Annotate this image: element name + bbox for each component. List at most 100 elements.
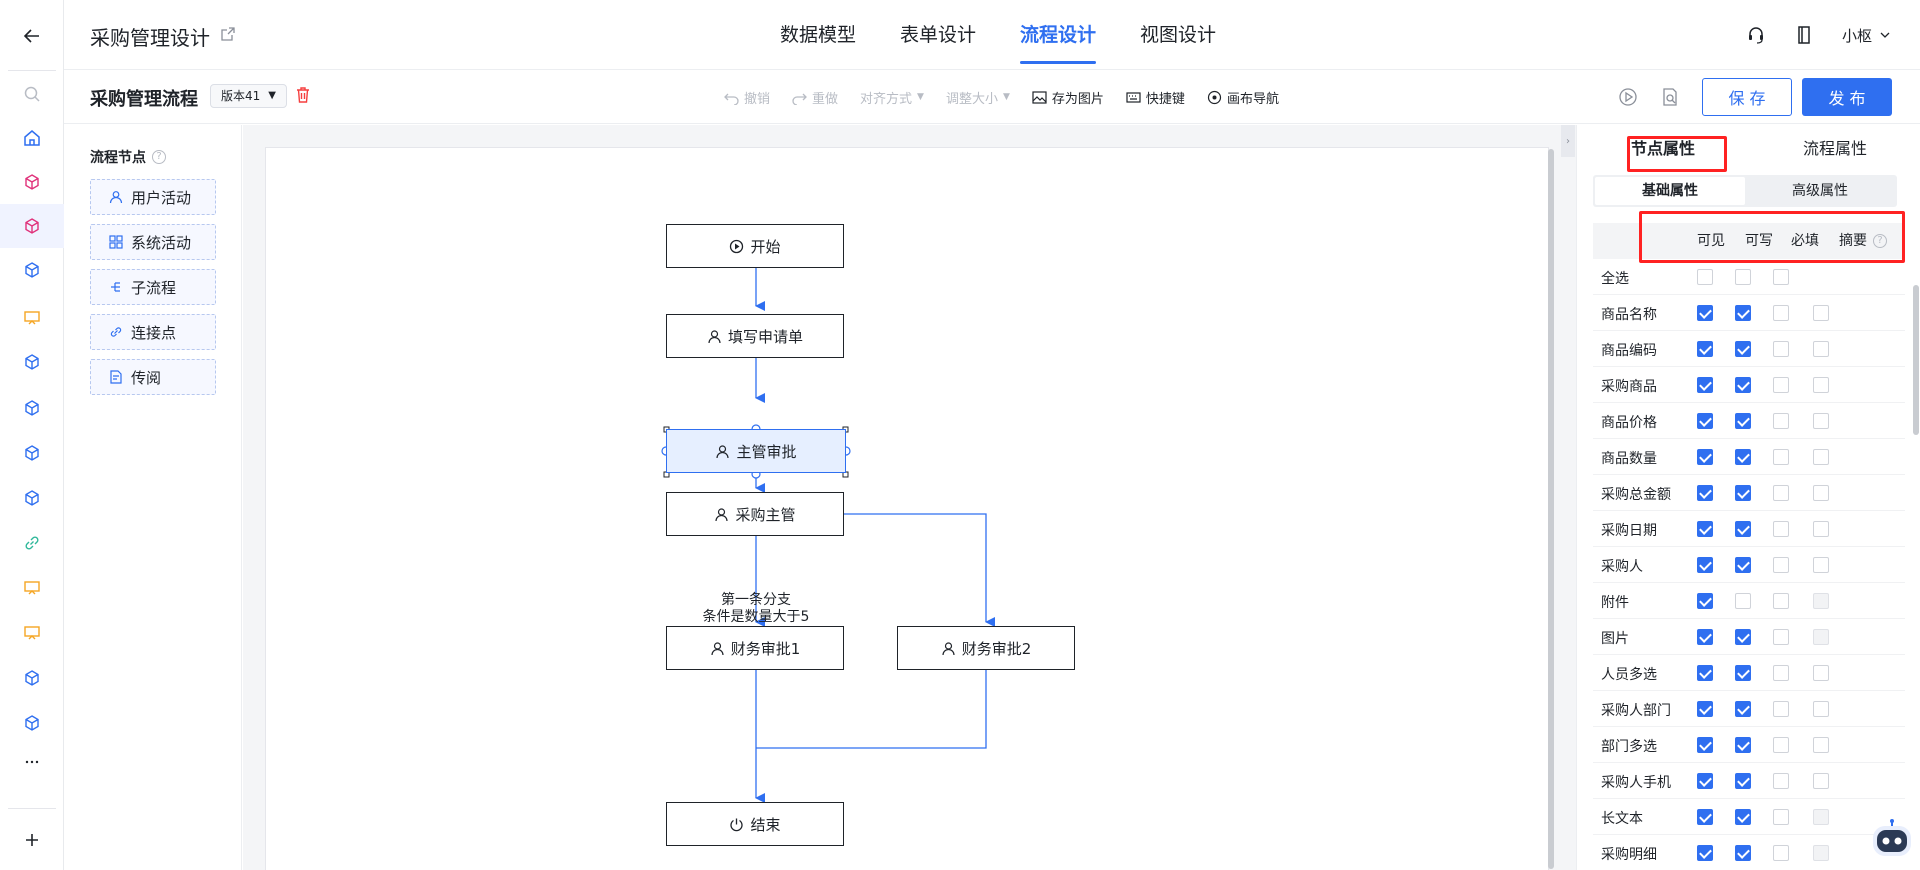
undo-button[interactable]: 撤销 (724, 88, 770, 107)
visible-checkbox[interactable] (1697, 413, 1713, 429)
shortcuts-button[interactable]: 快捷键 (1126, 88, 1185, 107)
writable-checkbox[interactable] (1735, 629, 1751, 645)
cube-icon[interactable] (0, 386, 64, 430)
more-icon[interactable] (0, 740, 64, 784)
preview-doc-icon[interactable] (1660, 87, 1680, 107)
align-dropdown[interactable]: 对齐方式 ▼ (860, 88, 924, 107)
collapse-right-handle[interactable]: › (1561, 125, 1575, 157)
visible-checkbox[interactable] (1697, 521, 1713, 537)
tab-form-design[interactable]: 表单设计 (900, 24, 977, 46)
required-checkbox[interactable] (1773, 665, 1789, 681)
flow-node-finance-approval-2[interactable]: 财务审批2 (897, 626, 1075, 670)
required-checkbox[interactable] (1773, 593, 1789, 609)
version-select[interactable]: 版本41 ▼ (210, 84, 287, 108)
flow-node-manager-approval[interactable]: 主管审批 (666, 429, 846, 473)
required-checkbox[interactable] (1773, 737, 1789, 753)
redo-button[interactable]: 重做 (792, 88, 838, 107)
external-link-icon[interactable] (220, 26, 236, 42)
tab-data-model[interactable]: 数据模型 (780, 24, 857, 46)
writable-checkbox[interactable] (1735, 341, 1751, 357)
required-checkbox[interactable] (1773, 773, 1789, 789)
tab-node-properties[interactable]: 节点属性 (1630, 139, 1695, 158)
required-checkbox[interactable] (1773, 341, 1789, 357)
flow-node-start[interactable]: 开始 (666, 224, 844, 268)
required-checkbox[interactable] (1773, 377, 1789, 393)
visible-checkbox[interactable] (1697, 737, 1713, 753)
publish-button[interactable]: 发 布 (1802, 78, 1892, 116)
book-icon[interactable] (1794, 25, 1814, 45)
summary-checkbox[interactable] (1813, 413, 1829, 429)
node-system-activity[interactable]: 系统活动 (90, 224, 216, 260)
required-checkbox[interactable] (1773, 521, 1789, 537)
required-checkbox[interactable] (1773, 845, 1789, 861)
visible-checkbox[interactable] (1697, 773, 1713, 789)
node-circulate[interactable]: 传阅 (90, 359, 216, 395)
writable-checkbox[interactable] (1735, 737, 1751, 753)
visible-checkbox[interactable] (1697, 485, 1713, 501)
tab-advanced-properties[interactable]: 高级属性 (1792, 183, 1848, 199)
writable-checkbox[interactable] (1735, 449, 1751, 465)
save-button[interactable]: 保 存 (1702, 78, 1792, 116)
cube-icon[interactable] (0, 656, 64, 700)
link-icon[interactable] (0, 521, 64, 565)
flow-canvas[interactable]: 开始 填写申请单 主管审批 采购主管 第一条分支 条件是数量大于5 财务审批1 (265, 147, 1549, 870)
node-connector[interactable]: 连接点 (90, 314, 216, 350)
properties-scrollbar[interactable] (1913, 285, 1919, 435)
flow-node-fill-application[interactable]: 填写申请单 (666, 314, 844, 358)
summary-checkbox[interactable] (1813, 485, 1829, 501)
support-icon[interactable] (1746, 25, 1766, 45)
required-checkbox[interactable] (1773, 485, 1789, 501)
help-icon[interactable]: ? (152, 150, 166, 164)
visible-checkbox[interactable] (1697, 269, 1713, 285)
writable-checkbox[interactable] (1735, 701, 1751, 717)
writable-checkbox[interactable] (1735, 305, 1751, 321)
cube-icon[interactable] (0, 160, 64, 204)
writable-checkbox[interactable] (1735, 521, 1751, 537)
cube-icon[interactable] (0, 701, 64, 745)
writable-checkbox[interactable] (1735, 773, 1751, 789)
visible-checkbox[interactable] (1697, 557, 1713, 573)
visible-checkbox[interactable] (1697, 341, 1713, 357)
summary-checkbox[interactable] (1813, 305, 1829, 321)
summary-checkbox[interactable] (1813, 737, 1829, 753)
summary-checkbox[interactable] (1813, 665, 1829, 681)
visible-checkbox[interactable] (1697, 593, 1713, 609)
branch-condition-label[interactable]: 第一条分支 条件是数量大于5 (668, 592, 844, 626)
required-checkbox[interactable] (1773, 629, 1789, 645)
summary-checkbox[interactable] (1813, 377, 1829, 393)
cube-icon[interactable] (0, 340, 64, 384)
home-icon[interactable] (0, 116, 64, 160)
visible-checkbox[interactable] (1697, 665, 1713, 681)
flow-node-finance-approval-1[interactable]: 财务审批1 (666, 626, 844, 670)
writable-checkbox[interactable] (1735, 809, 1751, 825)
resize-dropdown[interactable]: 调整大小 ▼ (946, 88, 1010, 107)
writable-checkbox[interactable] (1735, 377, 1751, 393)
writable-checkbox[interactable] (1735, 557, 1751, 573)
save-image-button[interactable]: 存为图片 (1032, 88, 1104, 107)
summary-checkbox[interactable] (1813, 773, 1829, 789)
visible-checkbox[interactable] (1697, 377, 1713, 393)
required-checkbox[interactable] (1773, 269, 1789, 285)
trash-icon[interactable] (294, 86, 312, 104)
assistant-bot-icon[interactable] (1869, 818, 1915, 860)
tab-basic-properties[interactable]: 基础属性 (1595, 177, 1745, 205)
required-checkbox[interactable] (1773, 449, 1789, 465)
summary-checkbox[interactable] (1813, 557, 1829, 573)
cube-icon[interactable] (0, 476, 64, 520)
visible-checkbox[interactable] (1697, 701, 1713, 717)
required-checkbox[interactable] (1773, 413, 1789, 429)
plus-icon[interactable] (0, 818, 64, 862)
node-user-activity[interactable]: 用户活动 (90, 179, 216, 215)
writable-checkbox[interactable] (1735, 845, 1751, 861)
cube-icon-active[interactable] (0, 204, 64, 248)
flow-node-purchase-manager[interactable]: 采购主管 (666, 492, 844, 536)
presentation-icon[interactable] (0, 566, 64, 610)
canvas-nav-button[interactable]: 画布导航 (1207, 88, 1279, 107)
search-icon[interactable] (0, 72, 64, 116)
writable-checkbox[interactable] (1735, 485, 1751, 501)
writable-checkbox[interactable] (1735, 269, 1751, 285)
summary-checkbox[interactable] (1813, 521, 1829, 537)
tab-flow-design[interactable]: 流程设计 (1020, 0, 1097, 70)
cube-icon[interactable] (0, 248, 64, 292)
presentation-icon[interactable] (0, 611, 64, 655)
